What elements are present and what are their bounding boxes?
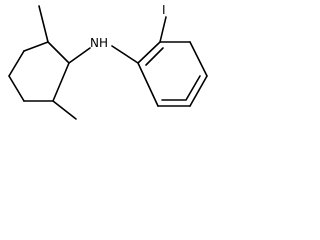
nitrogen-label: NH bbox=[90, 36, 108, 50]
methyl-bond-top bbox=[38, 5, 49, 43]
bond-aryl-to-iodine bbox=[159, 16, 167, 43]
methyl-bond-bottom bbox=[52, 100, 77, 120]
aryl-double-bond-inner-1 bbox=[145, 47, 164, 66]
molecule-structure-diagram: NH I bbox=[8, 3, 208, 120]
bond-ring-to-nitrogen bbox=[68, 47, 91, 64]
ring-bond-c1-c2 bbox=[47, 41, 70, 64]
ring-bond-c3-c4 bbox=[8, 50, 25, 77]
iodine-label: I bbox=[162, 3, 166, 17]
ring-bond-c2-c3 bbox=[23, 41, 49, 52]
aryl-bond-c1-c2 bbox=[137, 41, 161, 64]
ring-bond-c4-c5 bbox=[8, 75, 25, 102]
benzene-ring bbox=[137, 41, 208, 107]
aryl-double-bond-inner-2 bbox=[185, 75, 201, 101]
cyclohexane-ring bbox=[8, 41, 70, 102]
bond-nitrogen-to-aryl bbox=[111, 45, 139, 64]
aryl-bond-c6-c1 bbox=[137, 62, 159, 107]
aryl-bond-c3-c4 bbox=[189, 41, 208, 77]
aryl-bond-c4-c5 bbox=[189, 75, 208, 107]
ring-bond-c6-c1 bbox=[52, 62, 70, 102]
